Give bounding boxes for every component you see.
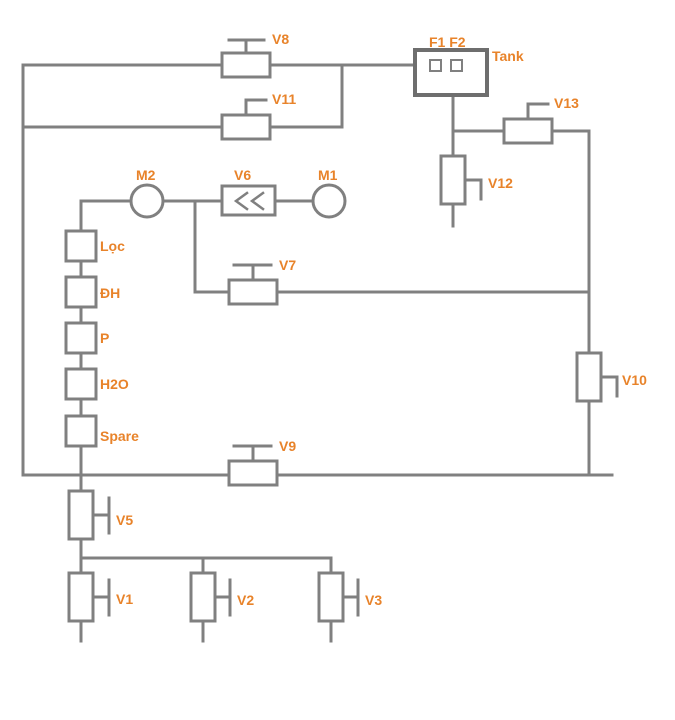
label-v12: V12 — [488, 175, 513, 191]
label-v10: V10 — [622, 372, 647, 388]
label-m2: M2 — [136, 167, 156, 183]
valve-v12 — [439, 154, 483, 206]
check-chevron-2-icon — [249, 191, 265, 211]
label-v13: V13 — [554, 95, 579, 111]
label-v8: V8 — [272, 31, 289, 47]
pipe-network — [21, 63, 614, 643]
label-p: P — [100, 330, 109, 346]
component-loc — [64, 229, 98, 263]
tank-port-f2 — [450, 59, 463, 72]
label-v2: V2 — [237, 592, 254, 608]
label-v7: V7 — [279, 257, 296, 273]
tank-port-f1 — [429, 59, 442, 72]
valve-v7-body — [227, 278, 279, 306]
valve-v9-body — [227, 459, 279, 487]
motor-m1 — [311, 183, 347, 219]
label-v6: V6 — [234, 167, 251, 183]
label-v11: V11 — [272, 91, 296, 107]
valve-v12-body — [439, 154, 467, 206]
valve-v2 — [189, 571, 232, 623]
valve-v11-body — [220, 113, 272, 141]
valve-v10 — [575, 351, 619, 403]
valve-v3-body — [317, 571, 345, 623]
valve-v11 — [220, 98, 272, 141]
valve-v7 — [227, 263, 279, 306]
check-chevron-1-icon — [233, 191, 249, 211]
label-v5: V5 — [116, 512, 133, 528]
valve-v3 — [317, 571, 360, 623]
label-v1: V1 — [116, 591, 133, 607]
valve-v6 — [220, 184, 277, 217]
valve-v5-body — [67, 489, 95, 541]
label-dh: ĐH — [100, 285, 120, 301]
label-h2o: H2O — [100, 376, 129, 392]
valve-v6-body — [220, 184, 277, 217]
component-h2o — [64, 367, 98, 401]
valve-v10-body — [575, 351, 603, 403]
valve-v8 — [220, 38, 272, 79]
tank — [413, 48, 489, 97]
motor-m2 — [129, 183, 165, 219]
label-tank: Tank — [492, 48, 524, 64]
valve-v9 — [227, 444, 279, 487]
labels: V8 V11 F1 F2 Tank V13 V12 M2 V6 M1 V7 Lọ… — [100, 31, 647, 608]
label-m1: M1 — [318, 167, 338, 183]
component-p — [64, 321, 98, 355]
component-dh — [64, 275, 98, 309]
valve-v1 — [67, 571, 111, 623]
component-spare — [64, 414, 98, 448]
valve-v2-body — [189, 571, 217, 623]
valve-v8-body — [220, 51, 272, 79]
tank-box — [413, 48, 489, 97]
valve-v13-body — [502, 117, 554, 145]
valve-v13 — [502, 102, 554, 145]
label-spare: Spare — [100, 428, 139, 444]
label-v9: V9 — [279, 438, 296, 454]
label-f1f2: F1 F2 — [429, 34, 466, 50]
valve-v1-body — [67, 571, 95, 623]
valve-v5 — [67, 489, 111, 541]
label-loc: Lọc — [100, 238, 125, 254]
label-v3: V3 — [365, 592, 382, 608]
